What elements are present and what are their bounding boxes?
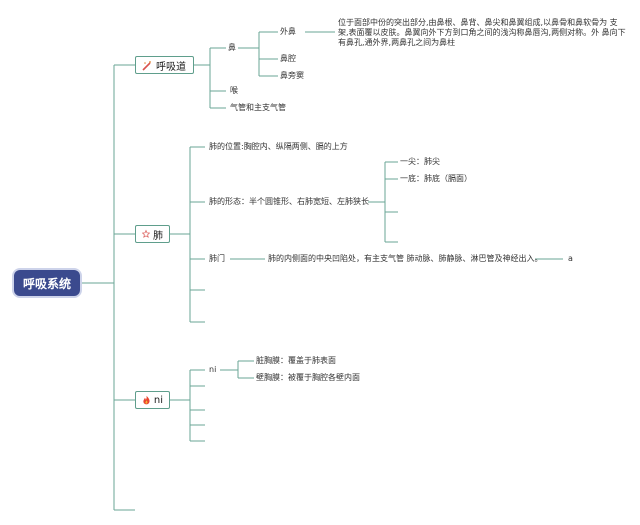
respiratory-tract-label: 呼吸道 [156,61,186,73]
pleura-sub-node[interactable]: ni [209,365,217,374]
nasal-cavity-node[interactable]: 鼻腔 [280,54,296,63]
pleura-label: ni [153,394,163,406]
star-icon [142,229,150,238]
pleura-node[interactable]: ni [135,391,170,409]
external-nose-node[interactable]: 外鼻 [280,27,296,36]
fire-icon [143,395,150,405]
larynx-node[interactable]: 喉 [230,86,238,95]
nose-node[interactable]: 鼻 [228,43,236,52]
root-node[interactable]: 呼吸系统 [14,270,80,296]
visceral-pleura-node[interactable]: 脏胸膜：覆盖于肺表面 [256,356,336,365]
lung-hilum-node[interactable]: 肺门 [209,254,225,263]
respiratory-tract-node[interactable]: 呼吸道 [135,56,194,74]
lung-hilum-description: 肺的内侧面的中央凹陷处，有主支气管 肺动脉、肺静脉、淋巴管及神经出入。 [268,254,543,263]
lung-shape-node[interactable]: 肺的形态：半个圆锥形、右肺宽短、左肺狭长 [209,197,369,206]
lung-apex-node[interactable]: 一尖：肺尖 [400,157,440,166]
wand-icon [142,60,151,71]
lung-node[interactable]: 肺 [135,225,170,243]
trachea-node[interactable]: 气管和主支气管 [230,103,286,112]
lung-label: 肺 [153,230,163,242]
lung-position-node[interactable]: 肺的位置:胸腔内、纵隔两侧、膈的上方 [209,142,348,151]
lung-base-node[interactable]: 一底：肺底（膈面） [400,174,472,183]
lung-hilum-extra-node[interactable]: a [568,254,573,263]
paranasal-sinus-node[interactable]: 鼻旁窦 [280,71,304,80]
external-nose-description: 位于面部中份的突出部分,由鼻根、鼻背、鼻尖和鼻翼组成,以鼻骨和鼻软骨为 支架,表… [338,18,626,47]
parietal-pleura-node[interactable]: 壁胸膜：被覆于胸腔各壁内面 [256,373,360,382]
